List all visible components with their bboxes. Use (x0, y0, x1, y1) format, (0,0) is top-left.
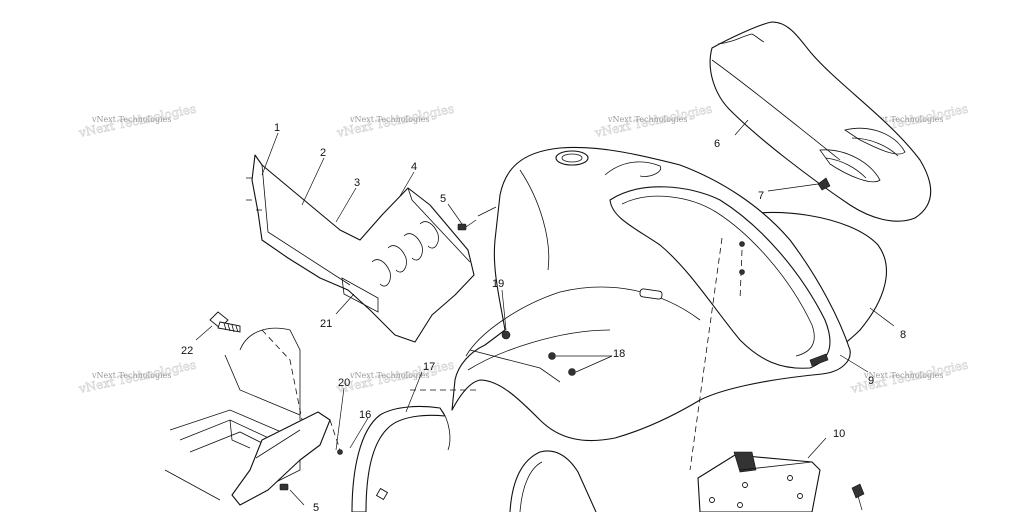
callout-6: 6 (714, 138, 720, 150)
watermark-text: vNext Technologies (863, 115, 943, 124)
callout-1: 1 (274, 122, 280, 134)
callout-7: 7 (758, 190, 764, 202)
callout-10: 10 (833, 428, 845, 440)
fender-flare-part (351, 405, 451, 512)
callout-22: 22 (181, 345, 193, 357)
callouts: 1 2 3 4 5 6 7 8 9 10 16 17 18 19 20 21 2… (181, 122, 906, 512)
watermark-text: vNext Technologies (349, 115, 429, 124)
hardware (279, 177, 865, 511)
assembly-lines (261, 237, 743, 471)
callout-3: 3 (354, 177, 360, 189)
watermark-text: vNext Technologies (91, 115, 171, 124)
lower-panel-part (509, 450, 597, 512)
push-clip-icon (851, 483, 865, 511)
callout-5-lower: 5 (313, 502, 319, 512)
nut-icon (337, 241, 745, 455)
callout-9: 9 (868, 375, 874, 387)
callout-2: 2 (320, 147, 326, 159)
watermark-text: vNext Technologies (863, 371, 943, 380)
callout-19: 19 (492, 278, 504, 290)
clip-icon (817, 177, 831, 191)
bolt-part (209, 311, 241, 333)
front-body-part (451, 146, 851, 442)
callout-20: 20 (338, 377, 350, 389)
callout-21: 21 (320, 318, 332, 330)
screw-icon (457, 219, 477, 231)
callout-4: 4 (411, 161, 417, 173)
screw-icon (279, 483, 289, 491)
callout-17: 17 (423, 361, 435, 373)
side-panel-part (246, 154, 475, 343)
watermark-text: vNext Technologies (349, 371, 429, 380)
callout-16: 16 (359, 409, 371, 421)
seat-cover-part (709, 21, 932, 222)
callout-18: 18 (613, 348, 625, 360)
watermark-text: vNext Technologies (607, 115, 687, 124)
watermark-text: vNext Technologies (91, 371, 171, 380)
grommet-icon (809, 353, 829, 367)
leader-lines (195, 119, 895, 506)
callout-5: 5 (440, 193, 446, 205)
bracket-part (697, 451, 821, 512)
footwell-part (164, 327, 331, 506)
callout-8: 8 (900, 329, 906, 341)
